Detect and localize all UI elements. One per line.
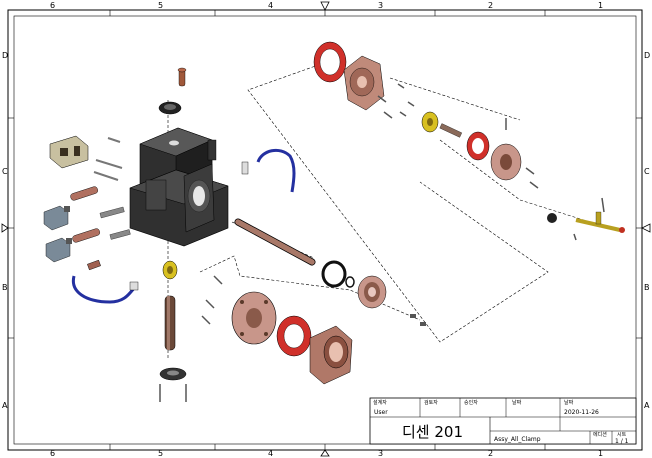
left-springs <box>70 186 131 243</box>
handle-knob <box>177 67 187 87</box>
right-cap <box>490 143 522 181</box>
zone-col-1-bottom: 1 <box>598 449 603 458</box>
tb-value-date: 2020-11-26 <box>564 409 599 416</box>
tb-label-checker: 검토자 <box>424 399 438 406</box>
brass-gear <box>421 111 439 133</box>
right-cap-bolts <box>505 118 539 189</box>
tb-value-sheet: 1 / 1 <box>615 438 629 445</box>
upper-flange-bolts <box>377 83 415 119</box>
left-valve-blocks <box>43 205 72 263</box>
fitting-left <box>87 259 101 271</box>
tb-company: 디센 201 <box>402 423 463 441</box>
zone-col-6-bottom: 6 <box>50 449 55 458</box>
zone-col-2-top: 2 <box>488 1 493 10</box>
zone-col-2-bottom: 2 <box>488 449 493 458</box>
zone-row-a-left: A <box>2 401 8 410</box>
main-block <box>129 127 229 247</box>
lever-pins <box>573 197 605 241</box>
left-pins <box>93 137 123 181</box>
zone-row-c-left: C <box>2 167 8 176</box>
gasket-upper <box>313 41 347 83</box>
lower-flange-bolts <box>201 275 223 325</box>
zone-row-b-left: B <box>2 283 8 292</box>
lower-flange <box>231 291 277 345</box>
zone-row-d-left: D <box>2 51 8 60</box>
tb-value-designer: User <box>374 409 388 416</box>
hose-fitting-lower <box>129 281 139 291</box>
zone-col-1-top: 1 <box>598 1 603 10</box>
coupling-bolts <box>410 314 426 326</box>
hose-lower-left <box>71 275 138 304</box>
zone-row-c-right: C <box>644 167 650 176</box>
title-block: 설계자 User 검토자 승인자 날짜 날짜 2020-11-26 디센 201… <box>369 397 637 445</box>
zone-row-b-right: B <box>644 283 650 292</box>
brass-nut-center <box>162 260 178 280</box>
gasket-lower <box>276 315 312 357</box>
zone-col-5-bottom: 5 <box>158 449 163 458</box>
tb-label-rev: 에디션 <box>593 431 607 438</box>
coupling-center <box>357 275 387 309</box>
gasket-right <box>466 131 490 161</box>
tb-drawing-name: Assy_All_Clamp <box>494 436 541 443</box>
zone-col-6-top: 6 <box>50 1 55 10</box>
zone-col-4-top: 4 <box>268 1 273 10</box>
exploded-assembly <box>43 41 625 402</box>
upper-flange <box>343 55 385 111</box>
tb-label-approver: 승인자 <box>464 399 478 406</box>
o-ring-small <box>345 276 355 288</box>
lever-ball <box>547 213 557 223</box>
hose-fitting-upper <box>241 161 249 175</box>
center-mark-bottom <box>320 449 330 457</box>
explosion-lines <box>167 57 591 360</box>
tb-label-date2: 날짜 <box>564 399 574 406</box>
bottom-handwheel <box>159 367 187 381</box>
lever-arm <box>575 211 625 233</box>
lower-housing <box>309 325 353 385</box>
zone-row-d-right: D <box>644 51 650 60</box>
center-mark-left <box>1 223 9 233</box>
vertical-shaft <box>164 295 176 351</box>
horizontal-shaft <box>234 218 316 266</box>
zone-col-3-bottom: 3 <box>378 449 383 458</box>
bottom-bolts <box>159 384 187 402</box>
left-bracket <box>49 135 89 169</box>
o-ring-black <box>321 260 347 288</box>
zone-col-4-bottom: 4 <box>268 449 273 458</box>
center-mark-top <box>320 1 330 11</box>
top-handwheel <box>158 101 182 115</box>
tb-label-sheet: 시트 <box>617 432 627 438</box>
hose-upper <box>256 148 296 193</box>
zone-col-3-top: 3 <box>378 1 383 10</box>
tb-label-date1: 날짜 <box>512 399 522 406</box>
zone-row-a-right: A <box>644 401 650 410</box>
small-shaft <box>439 123 463 138</box>
tb-label-designer: 설계자 <box>373 399 387 406</box>
center-mark-right <box>641 223 651 233</box>
zone-ticks <box>8 10 642 450</box>
zone-col-5-top: 5 <box>158 1 163 10</box>
